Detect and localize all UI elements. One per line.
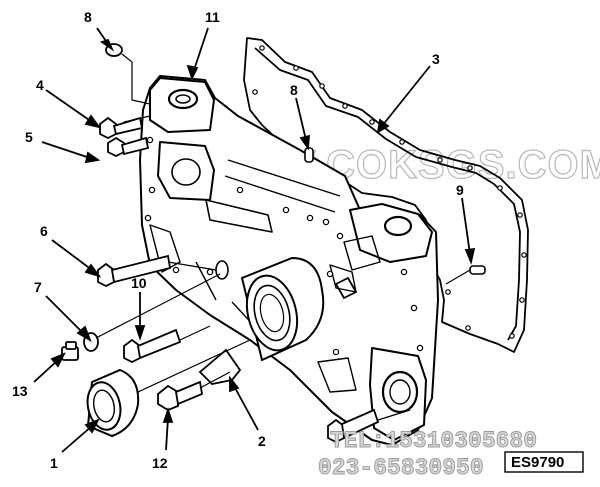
part-id: ES9790 [511, 454, 564, 471]
callout-1: 1 [50, 455, 58, 471]
leader-1 [61, 425, 93, 453]
callout-8-top: 8 [84, 9, 92, 25]
leader-8b [295, 97, 307, 141]
gasket-bolt-holes [252, 45, 527, 339]
capscrew-4 [99, 116, 150, 158]
contact-phone: 023-65830950 [318, 455, 484, 481]
capscrew-lower [327, 408, 380, 444]
callout-3: 3 [432, 51, 440, 67]
plug [61, 341, 79, 361]
callout-4: 4 [36, 77, 44, 93]
leader-5 [41, 141, 91, 159]
capscrews [97, 116, 380, 444]
leader-3 [381, 65, 431, 127]
oil-seal [86, 368, 140, 438]
leader-arrows [33, 27, 476, 453]
contact-tel: TEL:15310305680 [330, 428, 537, 454]
capscrew-12 [157, 380, 204, 412]
explosion-lines [95, 53, 471, 421]
washer-bore [215, 260, 229, 280]
cover-bolt-holes [144, 136, 424, 356]
callout-6: 6 [40, 223, 48, 239]
part-id-box [504, 451, 584, 473]
dowel-middle [304, 147, 314, 163]
leader-13 [33, 359, 59, 383]
callout-2: 2 [258, 433, 266, 449]
callout-12: 12 [152, 455, 168, 471]
callout-9: 9 [456, 182, 464, 198]
capscrew-6 [97, 254, 172, 288]
dowel-pin [469, 265, 486, 275]
leader-6 [51, 239, 93, 271]
callout-numbers: 1 2 3 4 5 6 7 8 8 9 10 11 12 13 [12, 9, 464, 471]
seal-bore [240, 256, 325, 362]
clip [334, 276, 358, 300]
callout-10: 10 [131, 275, 147, 291]
leader-9 [461, 197, 471, 255]
callout-7: 7 [34, 279, 42, 295]
callout-11: 11 [205, 9, 220, 25]
leader-4 [45, 89, 93, 123]
capscrew-10 [123, 328, 182, 364]
callout-8-middle: 8 [290, 82, 298, 98]
leader-11 [193, 27, 209, 71]
callout-13: 13 [12, 383, 28, 399]
bracket [198, 348, 242, 385]
leader-7 [45, 295, 85, 335]
leader-12 [165, 417, 169, 451]
callout-5: 5 [25, 129, 33, 145]
leader-2 [233, 385, 259, 431]
